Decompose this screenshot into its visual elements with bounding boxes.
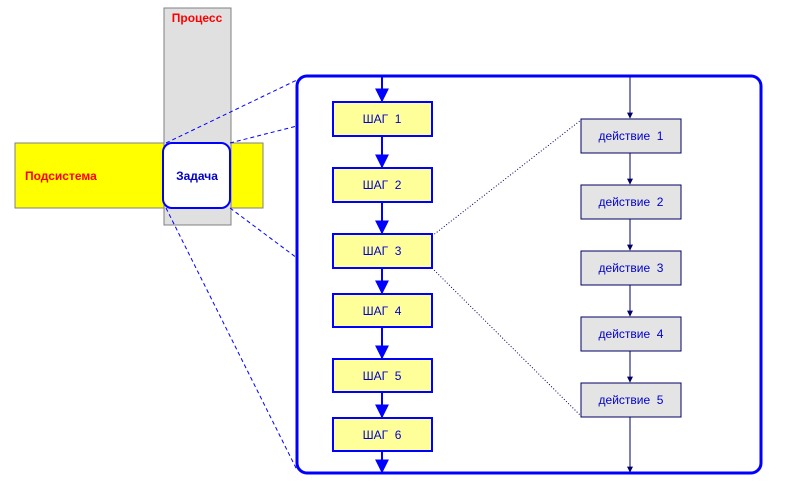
action-label: действие 5 — [599, 393, 664, 407]
task-box — [162, 142, 231, 209]
step3-action-links — [431, 119, 582, 417]
subsystem-label: Подсистема — [25, 169, 97, 183]
step-box — [332, 101, 433, 137]
action-box — [580, 250, 682, 286]
action-box — [580, 382, 682, 418]
action-box — [580, 118, 682, 154]
actions: действие 1 действие 2 действие 3 действи… — [580, 118, 682, 418]
step-box — [332, 233, 433, 269]
step-label: ШАГ 1 — [363, 112, 402, 126]
step-box — [332, 417, 433, 452]
step-label: ШАГ 6 — [363, 428, 402, 442]
zoom-lines — [165, 79, 298, 471]
process-label: Процесс — [172, 11, 223, 25]
action-box — [580, 184, 682, 220]
action-label: действие 1 — [599, 129, 664, 143]
action-label: действие 3 — [599, 261, 664, 275]
step-label: ШАГ 5 — [363, 369, 402, 383]
steps: ШАГ 1 ШАГ 2 ШАГ 3 ШАГ 4 ШАГ 5 ШАГ 6 — [332, 101, 433, 452]
step-box — [332, 358, 433, 393]
action-label: действие 4 — [599, 327, 664, 341]
step-label: ШАГ 2 — [363, 178, 402, 192]
step-box — [332, 167, 433, 203]
action-label: действие 2 — [599, 195, 664, 209]
step-label: ШАГ 3 — [363, 244, 402, 258]
task-label: Задача — [176, 169, 218, 183]
action-box — [580, 316, 682, 352]
step-label: ШАГ 4 — [363, 304, 402, 318]
step-box — [332, 293, 433, 328]
